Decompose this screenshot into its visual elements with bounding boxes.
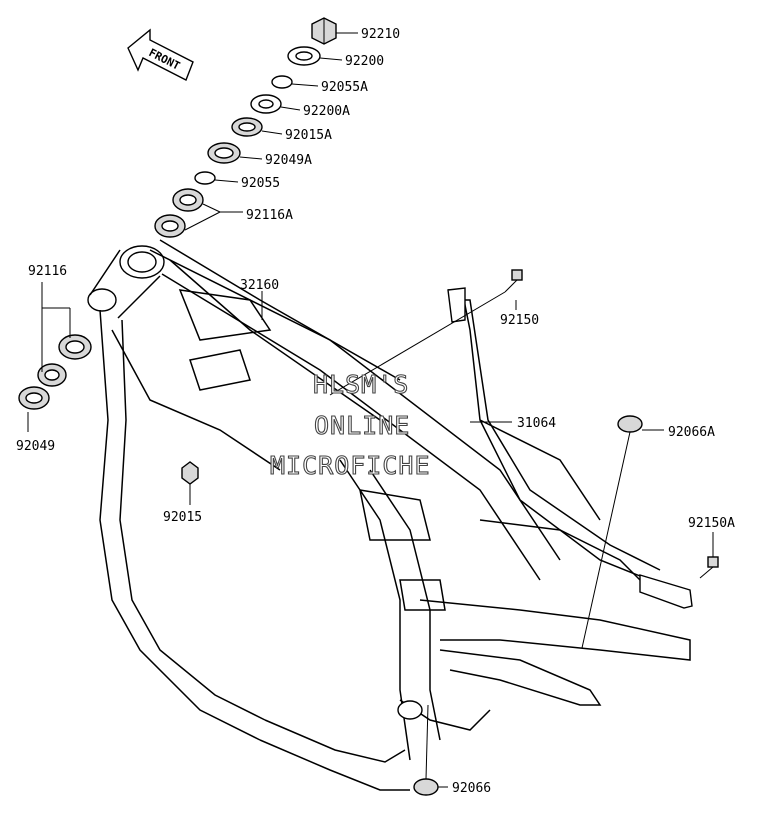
watermark-line1: HLSM'S bbox=[313, 370, 409, 399]
leader-lines bbox=[27, 32, 714, 788]
label-92116A[interactable]: 92116A bbox=[246, 208, 293, 223]
lower-bearing-parts bbox=[18, 334, 92, 410]
o-ring-92055[interactable] bbox=[194, 171, 216, 185]
bolt-92150A[interactable] bbox=[699, 556, 719, 579]
front-arrow-icon: FRONT bbox=[127, 28, 194, 81]
main-frame-32160[interactable] bbox=[87, 239, 691, 791]
label-31064[interactable]: 31064 bbox=[517, 416, 556, 431]
nut-92015[interactable] bbox=[181, 461, 199, 485]
label-92210[interactable]: 92210 bbox=[361, 27, 400, 42]
label-92066[interactable]: 92066 bbox=[452, 781, 491, 796]
label-92116[interactable]: 92116 bbox=[28, 264, 67, 279]
watermark-line2: ONLINE bbox=[314, 411, 410, 440]
o-ring-92055A[interactable] bbox=[271, 75, 293, 89]
label-92150[interactable]: 92150 bbox=[500, 313, 539, 328]
bolt-92150[interactable] bbox=[504, 269, 523, 293]
steering-stem-parts bbox=[154, 17, 337, 238]
label-92150A[interactable]: 92150A bbox=[688, 516, 735, 531]
label-92066A[interactable]: 92066A bbox=[668, 425, 715, 440]
label-92200[interactable]: 92200 bbox=[345, 54, 384, 69]
label-32160[interactable]: 32160 bbox=[240, 278, 279, 293]
cap-92066[interactable] bbox=[413, 778, 439, 796]
label-92055A[interactable]: 92055A bbox=[321, 80, 368, 95]
sub-frame-31064[interactable] bbox=[447, 287, 693, 609]
watermark-line3: MICROFICHE bbox=[270, 451, 431, 480]
cap-92066A[interactable] bbox=[617, 415, 643, 433]
label-92049A[interactable]: 92049A bbox=[265, 153, 312, 168]
watermark: HLSM'S ONLINE MICROFICHE bbox=[269, 369, 431, 480]
part-labels: 92210 92200 92055A 92200A 92015A 92049A … bbox=[16, 27, 735, 796]
label-92015A[interactable]: 92015A bbox=[285, 128, 332, 143]
label-92049[interactable]: 92049 bbox=[16, 439, 55, 454]
stem-nut-92210[interactable] bbox=[311, 17, 337, 45]
label-92200A[interactable]: 92200A bbox=[303, 104, 350, 119]
label-92055[interactable]: 92055 bbox=[241, 176, 280, 191]
label-92015[interactable]: 92015 bbox=[163, 510, 202, 525]
